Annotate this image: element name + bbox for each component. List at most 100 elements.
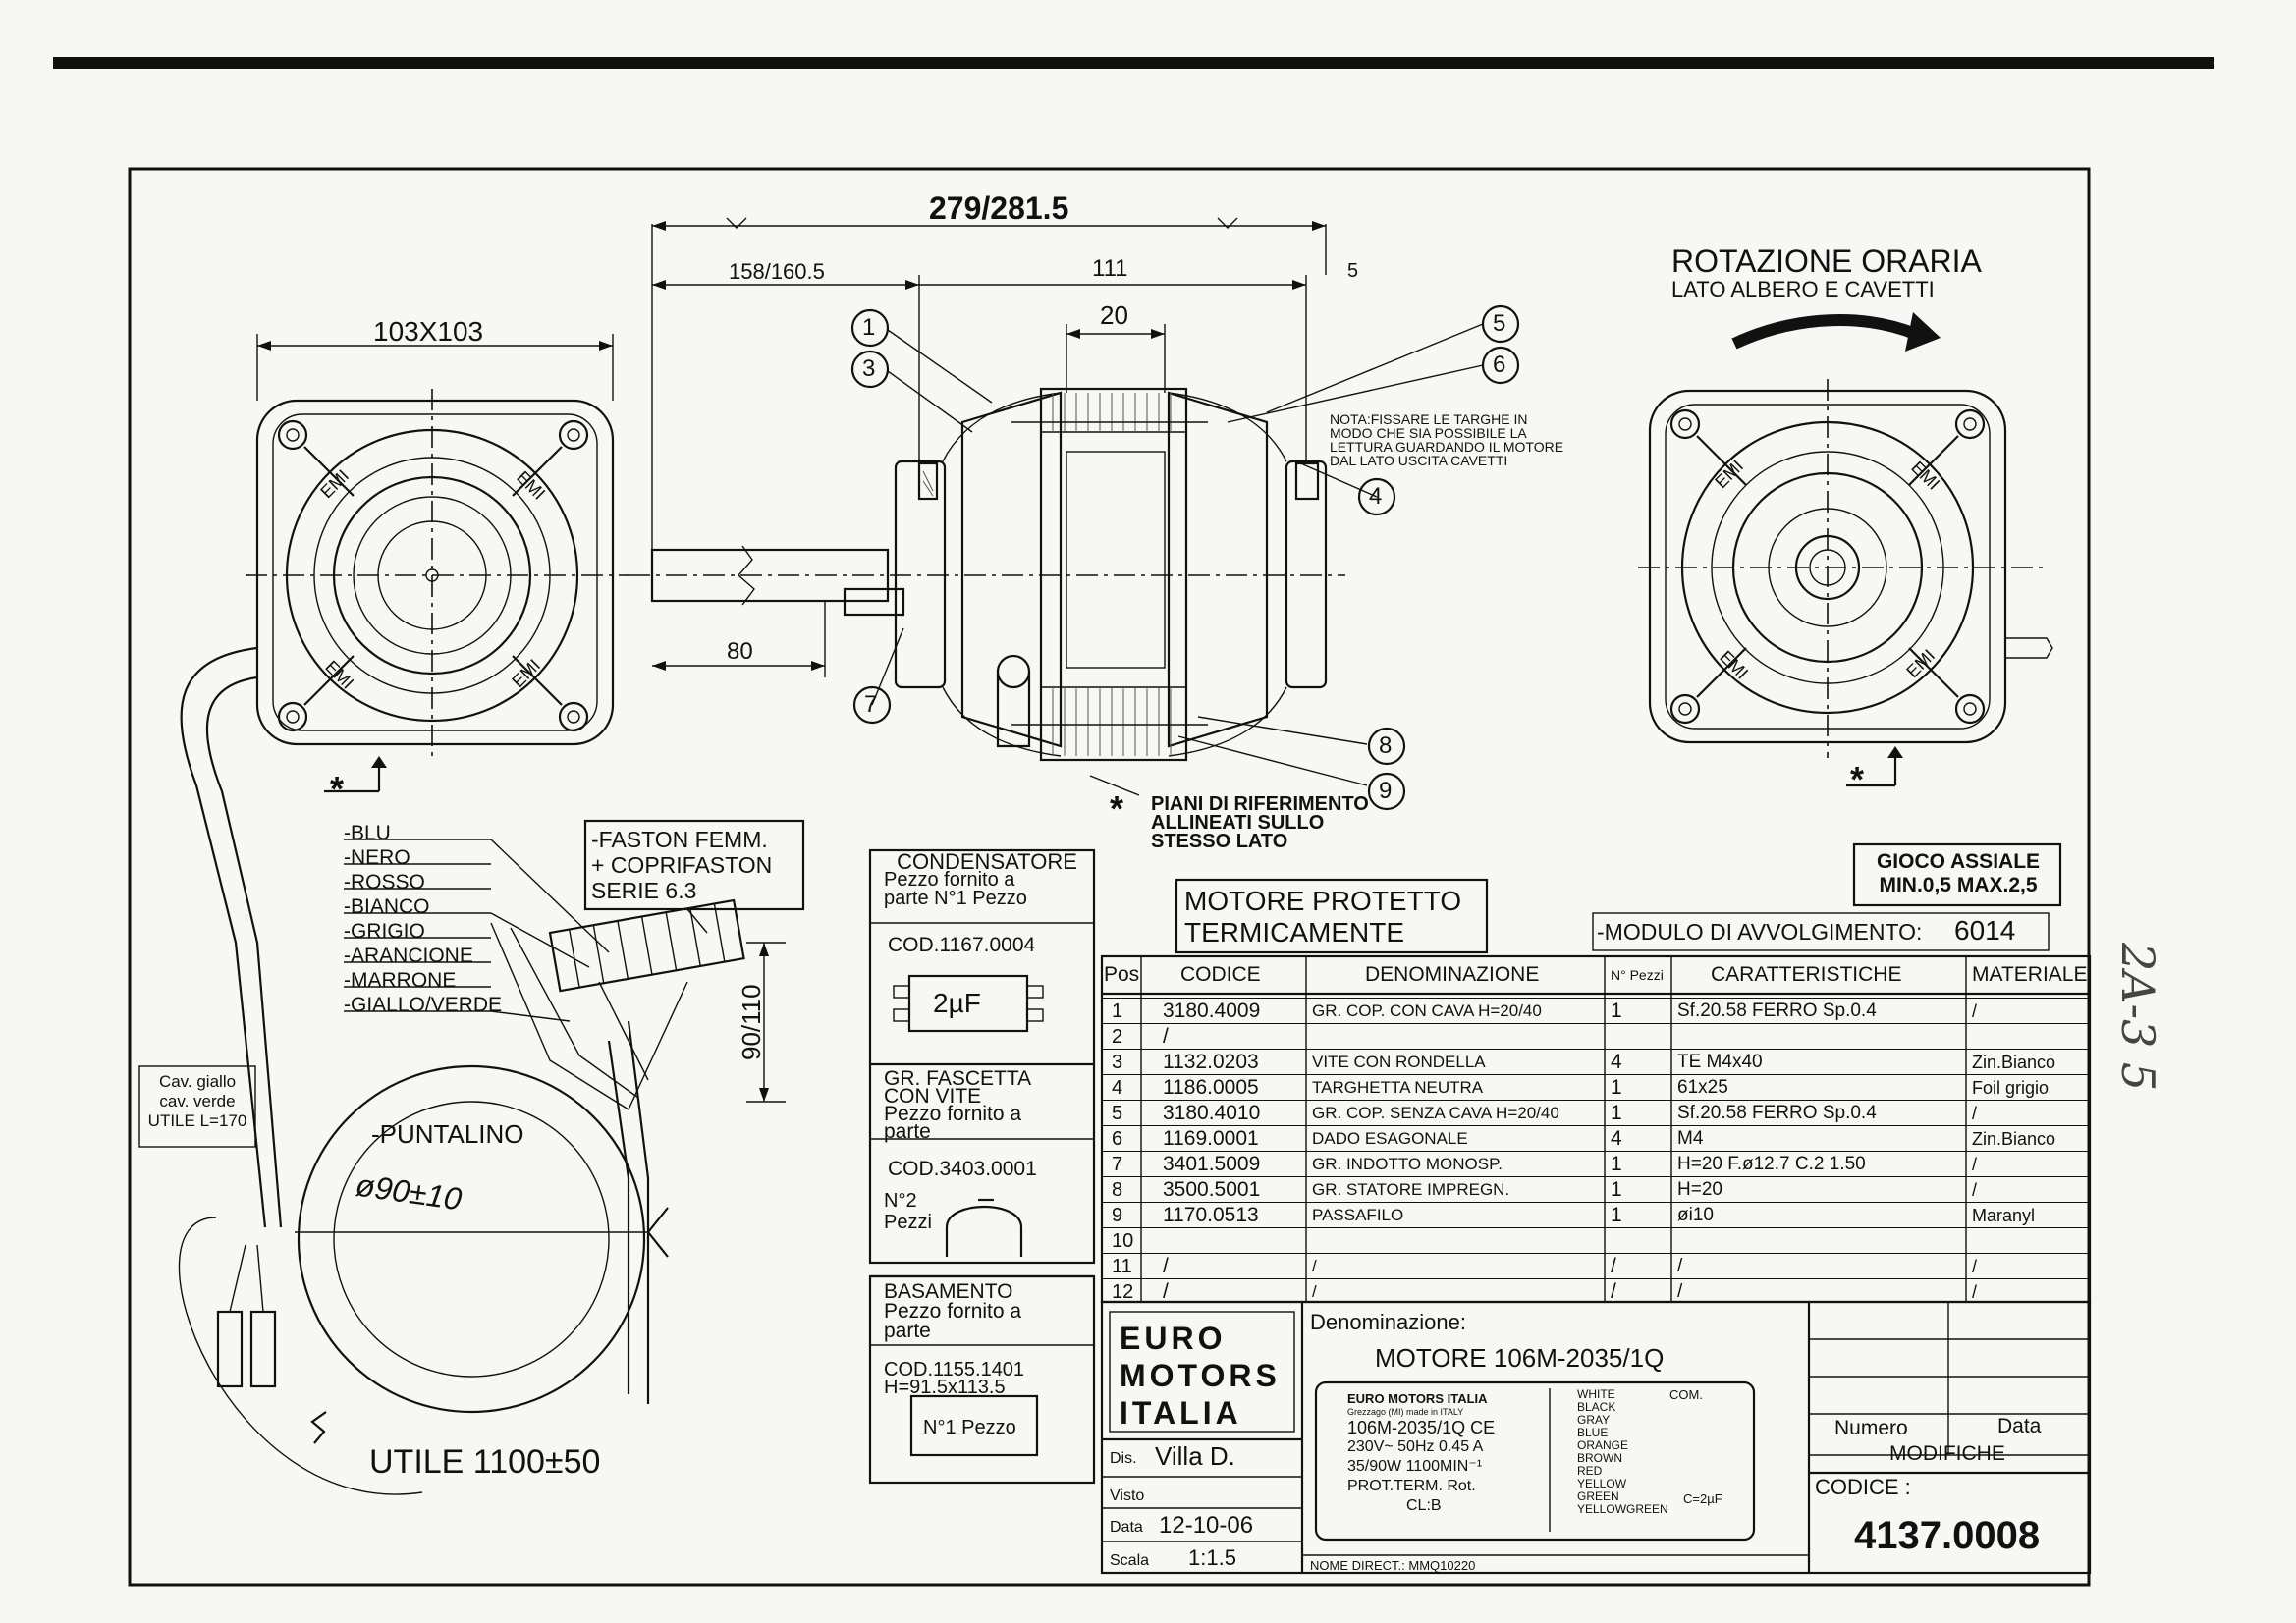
table-row: 11///// xyxy=(1102,1253,2090,1279)
revisions-label: MODIFICHE xyxy=(1889,1442,2005,1465)
faston-label: -FASTON FEMM. + COPRIFASTON SERIE 6.3 xyxy=(591,827,772,903)
cell-pos: 1 xyxy=(1112,1000,1123,1022)
flange-mark-text: EMI xyxy=(316,465,353,502)
note-line: LETTURA GUARDANDO IL MOTORE xyxy=(1330,439,1564,455)
margin-handwritten-note: 2A-3 5 xyxy=(2111,943,2164,1092)
stator-width-dim: 20 xyxy=(1100,300,1128,330)
nameplate-line: 106M-2035/1Q CE xyxy=(1347,1418,1496,1437)
header-material: MATERIALE xyxy=(1972,963,2088,986)
note-line: MODO CHE SIA POSSIBILE LA xyxy=(1330,425,1527,441)
nameplate-wire: ORANGE xyxy=(1577,1438,1629,1452)
callout-leaders xyxy=(871,323,1484,796)
wire-color: -GRIGIO xyxy=(344,920,425,943)
revision-date-label: Data xyxy=(1997,1415,2042,1437)
date-label: Data xyxy=(1110,1519,1143,1536)
cable-note-line: UTILE L=170 xyxy=(147,1111,247,1130)
clamp-note: parte xyxy=(884,1120,931,1143)
callout-number: 7 xyxy=(864,691,878,718)
nameplate-wire: RED xyxy=(1577,1464,1603,1478)
header-specs: CARATTERISTICHE xyxy=(1711,963,1902,986)
ref-line: ALLINEATI SULLO xyxy=(1151,812,1325,834)
callout-number: 1 xyxy=(862,314,876,341)
cell-specs: H=20 F.ø12.7 C.2 1.50 xyxy=(1677,1154,1866,1174)
cell-specs: Sf.20.58 FERRO Sp.0.4 xyxy=(1677,1001,1877,1021)
nameplate-wire: YELLOWGREEN xyxy=(1577,1502,1668,1516)
cell-code: 3180.4009 xyxy=(1163,1000,1261,1022)
clamp-note: Pezzo fornito a xyxy=(884,1103,1022,1125)
wire-color: -BLU xyxy=(344,822,391,844)
cell-pos: 3 xyxy=(1112,1051,1123,1073)
axial-line: MIN.0,5 MAX.2,5 xyxy=(1879,874,2038,896)
cell-qty: 1 xyxy=(1611,1000,1622,1022)
base-qty: N°1 Pezzo xyxy=(923,1417,1016,1438)
nameplate-wire: BLUE xyxy=(1577,1426,1609,1439)
cell-name: GR. STATORE IMPREGN. xyxy=(1312,1180,1510,1199)
cell-code: 3500.5001 xyxy=(1163,1178,1261,1201)
cell-name: VITE CON RONDELLA xyxy=(1312,1053,1486,1071)
cable-height-dim: 90/110 xyxy=(737,984,766,1060)
base-code: COD.1155.1401 H=91.5x113.5 xyxy=(884,1359,1025,1397)
callout-number: 5 xyxy=(1493,310,1506,337)
cell-material: Maranyl xyxy=(1972,1205,2036,1225)
capacitor-block: CONDENSATORE Pezzo fornito a parte N°1 P… xyxy=(884,851,1090,909)
cell-code: / xyxy=(1163,1255,1169,1277)
capacitor-value: 2µF xyxy=(933,988,981,1018)
cell-name: TARGHETTA NEUTRA xyxy=(1312,1078,1484,1097)
base-code-line: COD.1155.1401 xyxy=(884,1359,1025,1380)
cell-material: Foil grigio xyxy=(1972,1077,2050,1098)
callout-number: 3 xyxy=(862,355,876,382)
cell-specs: / xyxy=(1677,1256,1683,1276)
cable-length-dim: UTILE 1100±50 xyxy=(369,1443,601,1481)
cell-material: / xyxy=(1972,1154,1978,1174)
flange-mark-text: EMI xyxy=(513,467,549,504)
base-note: parte xyxy=(884,1320,931,1342)
parts-table: Pos. CODICE DENOMINAZIONE N° Pezzi CARAT… xyxy=(1102,956,2090,1303)
callout-number: 4 xyxy=(1369,483,1383,510)
callout-circles xyxy=(850,304,1520,811)
cable-bundle xyxy=(178,646,786,1495)
nameplate-wire: BLACK xyxy=(1577,1400,1616,1414)
flange-mark-text: EMI xyxy=(1711,456,1747,492)
cell-pos: 10 xyxy=(1112,1229,1134,1252)
note-line: NOTA:FISSARE LE TARGHE IN xyxy=(1330,411,1528,427)
cable-note-line: cav. verde xyxy=(159,1092,236,1110)
reference-symbol-right: * xyxy=(1850,759,1865,799)
logo-line: ITALIA xyxy=(1120,1395,1242,1431)
cable-note-line: Cav. giallo xyxy=(158,1072,237,1091)
nameplate-line: PROT.TERM. Rot. xyxy=(1347,1478,1476,1494)
header-qty: N° Pezzi xyxy=(1611,967,1664,983)
cell-qty: 1 xyxy=(1611,1153,1622,1175)
cell-pos: 8 xyxy=(1112,1178,1123,1201)
cell-material: / xyxy=(1972,1281,1978,1302)
dimension-lines xyxy=(651,217,1327,677)
cell-code: 1132.0203 xyxy=(1163,1051,1259,1073)
cell-qty: 1 xyxy=(1611,1178,1622,1201)
base-title: BASAMENTO xyxy=(884,1280,1013,1303)
reference-planes-note: PIANI DI RIFERIMENTO ALLINEATI SULLO STE… xyxy=(1151,794,1369,851)
cable-yellow-green-note: Cav. giallo cav. verde UTILE L=170 xyxy=(143,1072,251,1131)
wire-color: -BIANCO xyxy=(344,895,430,918)
cell-name: DADO ESAGONALE xyxy=(1312,1129,1468,1148)
reference-symbol: * xyxy=(1110,788,1124,829)
clamp-qty: N°2 Pezzi xyxy=(884,1190,932,1233)
cell-name: / xyxy=(1312,1257,1317,1275)
cell-name: / xyxy=(1312,1282,1317,1301)
cell-code: 1186.0005 xyxy=(1163,1076,1259,1099)
rotation-title: ROTAZIONE ORARIA xyxy=(1671,243,1982,279)
cell-qty: 1 xyxy=(1611,1076,1622,1099)
nameplate-common: COM. xyxy=(1669,1387,1703,1402)
puntalino-label: -PUNTALINO xyxy=(371,1119,524,1149)
cell-specs: øi10 xyxy=(1677,1205,1714,1225)
nameplate-capacitor: C=2µF xyxy=(1683,1491,1722,1506)
header-code: CODICE xyxy=(1180,963,1261,986)
clamp-code: COD.3403.0001 xyxy=(888,1158,1037,1180)
wire-color: -NERO xyxy=(344,846,410,869)
nameplate-line: 35/90W 1100MIN⁻¹ xyxy=(1347,1458,1483,1475)
cell-qty: / xyxy=(1611,1280,1616,1303)
